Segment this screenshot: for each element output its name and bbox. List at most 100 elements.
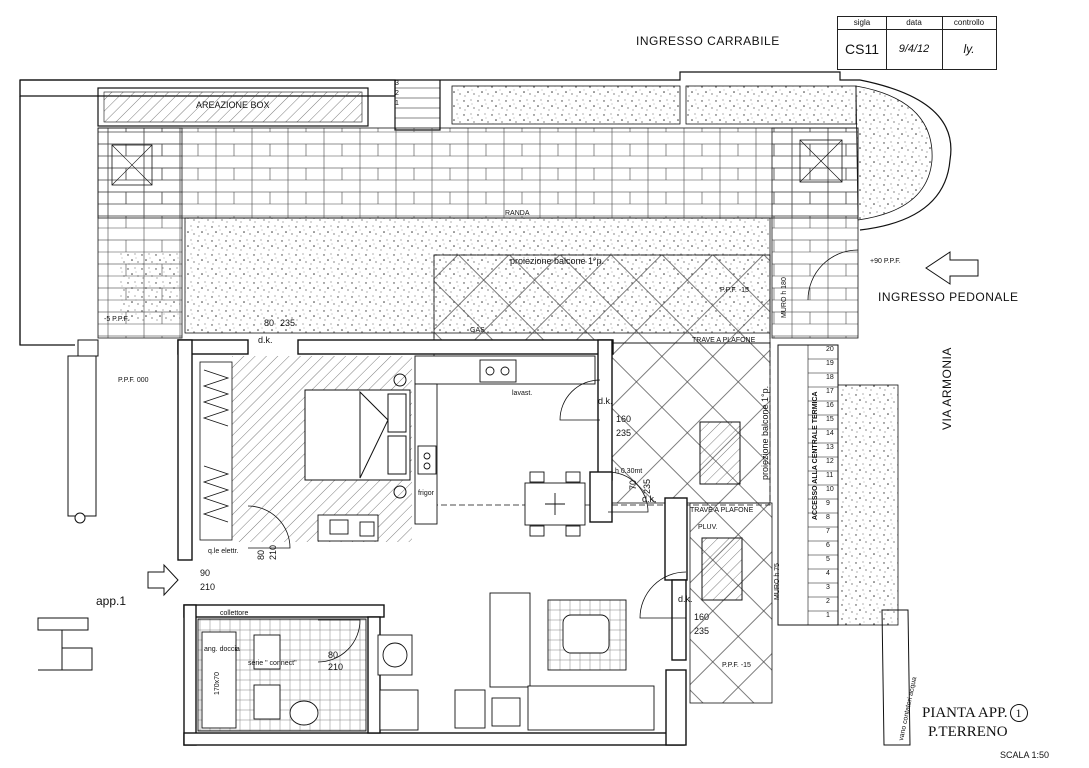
dim-160-b: 160 [694, 612, 710, 622]
site-outline [19, 71, 952, 346]
stair-step-number: 9 [826, 500, 830, 507]
sheet-scale: SCALA 1:50 [1000, 750, 1050, 760]
frigor-label: frigor [418, 490, 434, 497]
gas-label: GAS [470, 327, 485, 334]
double-bed [304, 373, 411, 499]
accesso-centrale-label: ACCESSO ALLA CENTRALE TERMICA [812, 391, 819, 520]
stair-step-number: 11 [826, 472, 834, 479]
pluv-label: PLUV. [698, 524, 718, 531]
dim-210-bedroom-door: 210 [268, 544, 278, 560]
ppf-top-label: P.P.F. -15 [720, 287, 749, 294]
dim-80-bath: 80 [328, 650, 339, 660]
ingresso-carrabile-label: INGRESSO CARRABILE [636, 34, 780, 48]
dim-235-b: 235 [642, 478, 652, 494]
lavast-label: lavast. [512, 390, 533, 397]
title-block-date: 9/4/12 [898, 43, 930, 55]
stair-step-number: 20 [826, 346, 834, 353]
quota-right-label: +90 P.P.F. [870, 258, 901, 265]
stair-step-number: 19 [826, 360, 834, 367]
doccia-size-label: 170x70 [214, 672, 221, 695]
title-block: sigla data controllo CS11 9/4/12 ly. [837, 16, 997, 70]
stair-step-number: 10 [826, 486, 834, 493]
title-block-header-data: data [886, 17, 942, 30]
living-room-furniture [379, 592, 655, 731]
paved-walkway [97, 127, 859, 339]
areazione-box-grate [97, 87, 369, 127]
dim-90-entry: 90 [200, 568, 211, 578]
small-stair-step-number: 3 [395, 80, 399, 87]
kitchen-counter [414, 355, 596, 525]
sheet-title: PIANTA APP.1 [922, 704, 1028, 722]
proiezione-balcone-top: proiezione balcone 1°p. [510, 256, 605, 266]
sheet-subtitle: P.TERRENO [928, 724, 1008, 740]
dim-80-bedroom-door: 80 [256, 549, 266, 560]
stair-step-number: 17 [826, 388, 834, 395]
sheet-title-text: PIANTA APP. [922, 705, 1008, 721]
upper-small-stair [395, 87, 440, 119]
terrace-paving [433, 254, 773, 704]
stair-step-number: 3 [826, 584, 830, 591]
stair-step-number: 13 [826, 444, 834, 451]
ang-doccia-label: ang. doccia [204, 646, 240, 653]
title-block-header-controllo: controllo [942, 17, 996, 30]
quota-left-label: -5 P.P.F. [104, 316, 130, 323]
randa-label: RANDA [505, 210, 530, 217]
title-block-header-sigla: sigla [838, 17, 886, 30]
stair-step-number: 1 [826, 612, 830, 619]
stair-step-number: 15 [826, 416, 834, 423]
trave-plafone-label: TRAVE A PLAFONE [692, 337, 756, 344]
entrance-arrows [147, 251, 979, 597]
stair-step-number: 12 [826, 458, 834, 465]
stair-step-number: 5 [826, 556, 830, 563]
stair-step-number: 8 [826, 514, 830, 521]
ingresso-pedonale-label: INGRESSO PEDONALE [878, 290, 1019, 304]
dim-210-entry: 210 [200, 582, 216, 592]
stair-step-number: 18 [826, 374, 834, 381]
ppf-000-label: P.P.F. 000 [118, 377, 149, 384]
apartment-walls [177, 339, 688, 746]
dk-label-3: d.k. [642, 494, 657, 504]
dim-235-bed: 235 [280, 318, 296, 328]
dim-235-a: 235 [616, 428, 632, 438]
title-block-sigla: CS11 [845, 41, 879, 57]
trave-plafone-label-2: TRAVE A PLAFONE [690, 507, 754, 514]
bathroom [197, 618, 413, 732]
areazione-box-label: AREAZIONE BOX [196, 100, 270, 110]
collettore-label: collettore [220, 610, 249, 617]
dk-label-4: d.k. [678, 594, 693, 604]
via-armonia-label: VIA ARMONIA [940, 347, 954, 430]
stair-step-number: 16 [826, 402, 834, 409]
muro-180-label: MURO h 180 [781, 277, 788, 318]
dining-table [524, 471, 586, 537]
stair-step-number: 6 [826, 542, 830, 549]
door-swings [247, 249, 859, 663]
dim-70: 70 [628, 479, 638, 490]
stair-centrale-termica [777, 344, 839, 626]
meter-vault [881, 609, 911, 746]
stair-step-number: 2 [826, 598, 830, 605]
dim-235-c: 235 [694, 626, 710, 636]
sheet-title-number: 1 [1009, 704, 1028, 722]
ppf-bottom-label: P.P.F. -15 [722, 662, 751, 669]
app-label: app.1 [96, 594, 127, 608]
small-stair-step-number: 1 [395, 100, 399, 107]
wardrobe [199, 361, 233, 541]
proiezione-balcone-side: proiezione balcone 1°p. [760, 385, 770, 480]
serie-connect-label: serie " connect" [248, 660, 297, 667]
small-stair-step-number: 2 [395, 90, 399, 97]
bedroom-desk [317, 514, 379, 542]
dim-160-a: 160 [616, 414, 632, 424]
dk-label-2: d.k. [598, 396, 613, 406]
dk-label-1: d.k. [258, 335, 273, 345]
stair-step-number: 4 [826, 570, 830, 577]
h030-label: h 0.30mt [615, 468, 643, 475]
dim-210-bath: 210 [328, 662, 344, 672]
dim-80-bed: 80 [264, 318, 275, 328]
muro-75-label: MURO h 75 [774, 563, 781, 600]
quadro-elettrico-label: q.le elettr. [208, 548, 239, 555]
left-annex [37, 339, 99, 671]
title-block-check: ly. [963, 42, 975, 56]
stair-step-number: 7 [826, 528, 830, 535]
stair-step-number: 14 [826, 430, 834, 437]
